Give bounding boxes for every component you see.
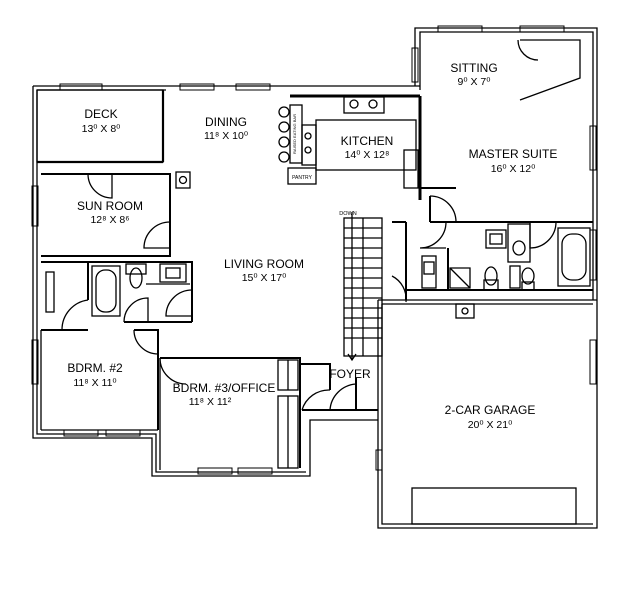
room-labels: DECK 13⁰ X 8⁰ DINING 11⁸ X 10⁰ KITCHEN 1… xyxy=(67,61,557,431)
bdrm2-label: BDRM. #2 xyxy=(67,361,123,375)
sitting-label: SITTING xyxy=(450,61,497,75)
master-walls xyxy=(391,195,593,303)
master-suite-dims: 16⁰ X 12⁰ xyxy=(491,163,536,175)
living-room-dims: 15⁰ X 17⁰ xyxy=(242,272,287,284)
dining-label: DINING xyxy=(205,115,247,129)
foyer-label: FOYER xyxy=(329,367,371,381)
bdrm3-label: BDRM. #3/OFFICE xyxy=(173,381,276,395)
eating-bar-label: RAISED EATING BAR xyxy=(292,114,297,154)
sunroom-dims: 12⁸ X 8⁶ xyxy=(90,214,129,226)
garage-label: 2-CAR GARAGE xyxy=(445,403,536,417)
sunroom-label: SUN ROOM xyxy=(77,199,143,213)
kitchen-walls xyxy=(290,94,422,200)
dining-dims: 11⁸ X 10⁰ xyxy=(204,130,249,142)
master-suite-label: MASTER SUITE xyxy=(469,147,558,161)
stairs-down-label: DOWN xyxy=(339,211,356,217)
garage-dims: 20⁰ X 21⁰ xyxy=(468,419,513,431)
sitting-dims: 9⁰ X 7⁰ xyxy=(458,76,492,88)
living-room-label: LIVING ROOM xyxy=(224,257,304,271)
windows xyxy=(31,25,597,475)
bar-stools xyxy=(278,104,317,185)
stairs xyxy=(343,212,383,362)
exterior-walls xyxy=(32,27,598,529)
bdrm3-walls xyxy=(159,357,301,470)
pantry-label: PANTRY xyxy=(292,175,312,181)
foyer-walls xyxy=(300,363,378,411)
deck-label: DECK xyxy=(84,107,117,121)
bdrm3-dims: 11⁸ X 11² xyxy=(189,396,232,408)
kitchen-dims: 14⁰ X 12⁸ xyxy=(345,149,390,161)
deck-dims: 13⁰ X 8⁰ xyxy=(82,123,122,135)
garage-door xyxy=(411,303,577,525)
kitchen-label: KITCHEN xyxy=(341,134,394,148)
sitting-bay xyxy=(420,39,581,189)
bath-walls xyxy=(41,261,193,331)
bdrm2-dims: 11⁸ X 11⁰ xyxy=(73,377,117,389)
sunroom-walls xyxy=(41,171,191,257)
